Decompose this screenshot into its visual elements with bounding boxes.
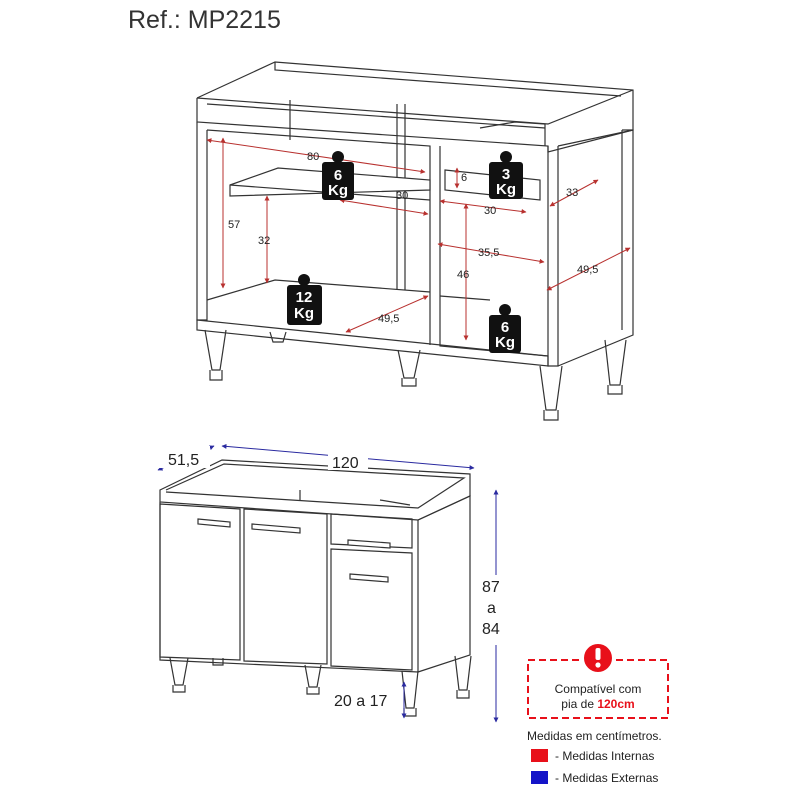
dim-33: 33 xyxy=(566,187,578,199)
legend-external: - Medidas Externas xyxy=(555,771,658,785)
external-view xyxy=(159,459,472,717)
dim-30-right: 30 xyxy=(484,205,496,217)
svg-text:6: 6 xyxy=(334,167,342,184)
weight-icon-top-right: 3 Kg xyxy=(489,151,523,199)
dim-height-bottom: 84 xyxy=(482,621,500,638)
dim-46: 46 xyxy=(457,269,469,281)
compat-line-2: pia de 120cm xyxy=(561,697,634,711)
dim-32: 32 xyxy=(258,235,270,247)
legend: Medidas em centímetros. - Medidas Intern… xyxy=(527,729,662,785)
reference-code: Ref.: MP2215 xyxy=(128,6,281,34)
compatibility-badge: Compatível com pia de 120cm xyxy=(527,642,669,719)
dim-35-5: 35,5 xyxy=(478,247,499,259)
external-dimension-labels: 51,5 120 87 a 84 20 a 17 xyxy=(158,446,514,710)
dim-80: 80 xyxy=(307,151,319,163)
legend-title: Medidas em centímetros. xyxy=(527,729,662,743)
dim-30-left: 30 xyxy=(396,190,408,202)
internal-dimensions xyxy=(206,137,631,341)
dim-height-mid: a xyxy=(487,600,496,617)
dim-height-top: 87 xyxy=(482,579,500,596)
internal-dimension-labels: 80 57 32 30 6 30 33 35,5 46 49,5 49,5 xyxy=(228,151,598,325)
dim-feet: 20 a 17 xyxy=(334,693,387,710)
svg-text:3: 3 xyxy=(502,166,510,183)
dim-57: 57 xyxy=(228,219,240,231)
dim-depth: 51,5 xyxy=(168,452,199,469)
svg-text:Kg: Kg xyxy=(495,334,515,351)
dim-49-5-bottom: 49,5 xyxy=(378,313,399,325)
dim-6: 6 xyxy=(461,172,467,184)
legend-swatch-internal xyxy=(531,749,548,762)
dim-49-5-right: 49,5 xyxy=(577,264,598,276)
svg-text:Kg: Kg xyxy=(294,305,314,322)
compat-line-1: Compatível com xyxy=(555,682,642,696)
weight-icon-bottom-left: 12 Kg xyxy=(287,274,322,325)
dim-width: 120 xyxy=(332,455,359,472)
svg-text:Kg: Kg xyxy=(496,181,516,198)
weight-icon-top-left: 6 Kg xyxy=(322,151,354,200)
svg-text:Kg: Kg xyxy=(328,182,348,199)
legend-swatch-external xyxy=(531,771,548,784)
weight-icon-bottom-right: 6 Kg xyxy=(489,304,521,353)
legend-internal: - Medidas Internas xyxy=(555,749,654,763)
svg-text:6: 6 xyxy=(501,319,509,336)
svg-text:12: 12 xyxy=(296,289,313,306)
